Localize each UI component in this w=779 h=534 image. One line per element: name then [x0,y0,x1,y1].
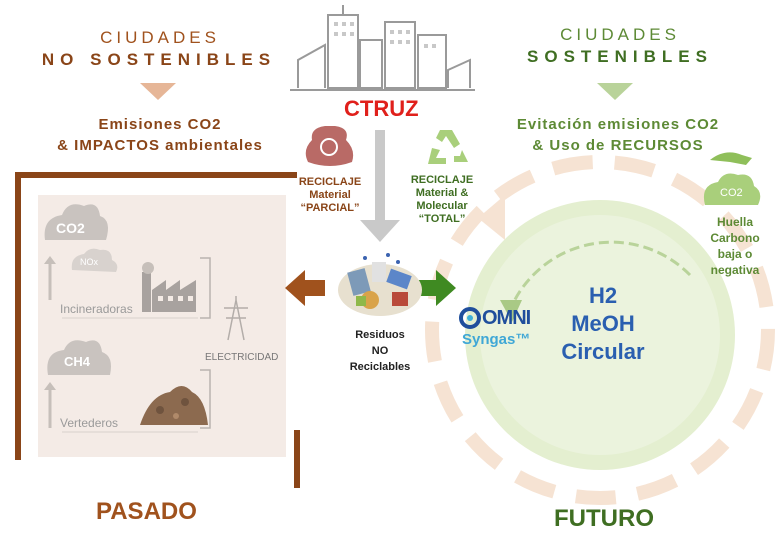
nox-cloud-icon [71,248,118,272]
residuos-label: Residuos NO Reciclables [335,327,425,375]
omni-name: OMNI [482,307,531,329]
inner-loop-arc [508,240,692,311]
right-arrow [416,270,456,306]
right-sub-line1: Evitación emisiones CO2 [516,116,720,133]
right-heading-chevron [597,83,633,100]
pasado-bracket [15,172,300,488]
left-heading-line2: NO SOSTENIBLES [41,50,277,69]
ctruz-brand: CTRUZ [344,96,419,121]
huella-line-2: Carbono [710,231,760,245]
vertederos-label: Vertederos [60,416,119,430]
reciclaje-total: RECICLAJE Material & Molecular “TOTAL” [402,174,482,226]
incinerator-factory-icon [142,262,196,312]
recycle-bag-icon [305,126,354,166]
left-arrow [285,270,325,306]
electricity-bracket-top [200,257,211,319]
parcial-line-3: “PARCIAL” [300,202,360,214]
total-line-4: “TOTAL” [418,213,466,225]
huella-line-4: negativa [710,263,760,277]
circular-loop-dashed [425,155,775,505]
co2-cloud-icon [44,204,108,240]
waste-pile-icon [338,253,422,316]
total-line-3: Molecular [416,200,468,212]
huella-carbono-icon [703,152,761,205]
right-sub-line2: & Uso de RECURSOS [532,137,704,154]
omni-logo-icon [459,307,481,329]
total-line-1: RECICLAJE [410,174,474,186]
electricidad-label: ELECTRICIDAD [205,352,279,363]
recycle-symbol-icon [428,130,468,164]
total-line-2: Material & [415,187,469,199]
left-heading-chevron [140,83,176,100]
product-text: H2 MeOH Circular [548,282,658,366]
co2-label: CO2 [56,220,85,236]
h2-label: H2 [588,283,618,308]
futuro-label: FUTURO [554,505,654,532]
nox-label: NOx [80,257,98,267]
huella-line-1: Huella [716,215,753,229]
parcial-line-2: Material [309,189,351,201]
residuos-line-1: Residuos [355,329,405,341]
residuos-line-3: Reciclables [349,361,411,373]
meoh-label: MeOH [571,311,635,336]
incineradoras-label: Incineradoras [60,302,133,316]
landfill-pile-icon [140,386,208,425]
huella-line-3: baja o [717,247,753,261]
circular-label: Circular [561,339,645,364]
ctruz-down-arrow [375,130,385,220]
right-heading-line1: CIUDADES [560,25,680,44]
left-sub-line1: Emisiones CO2 [98,116,222,133]
reciclaje-parcial: RECICLAJE Material “PARCIAL” [285,176,375,215]
electricity-bracket-bottom [200,369,211,429]
huella-co2-label: CO2 [720,187,743,199]
ch4-label: CH4 [64,354,91,369]
huella-text: Huella Carbono baja o negativa [700,214,770,278]
power-pylon-icon [224,296,248,341]
loop-arrowhead [478,195,505,240]
parcial-line-1: RECICLAJE [298,176,362,188]
residuos-line-2: NO [371,345,389,357]
ch4-cloud-icon [47,340,111,375]
right-heading-line2: SOSTENIBLES [527,47,713,66]
pasado-label: PASADO [96,498,197,525]
city-skyline-icon [290,5,475,91]
omni-syngas: Syngas™ [462,331,531,348]
left-heading-line1: CIUDADES [100,28,220,47]
left-sub-line2: & IMPACTOS ambientales [57,137,263,154]
